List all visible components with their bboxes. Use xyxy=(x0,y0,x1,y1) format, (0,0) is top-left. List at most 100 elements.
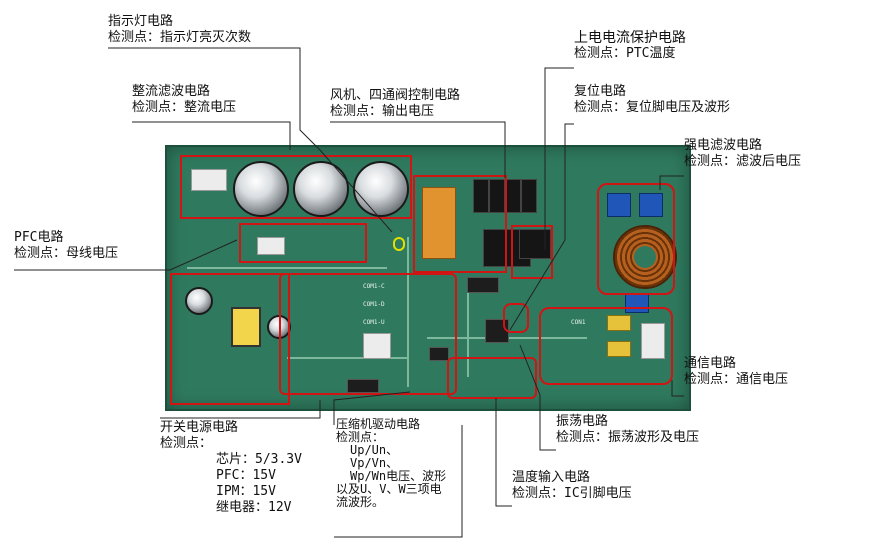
label-title: 风机、四通阀控制电路 xyxy=(330,88,461,103)
y-capacitor xyxy=(607,341,631,357)
label-title: PFC电路 xyxy=(14,230,64,245)
leader-line xyxy=(108,47,393,233)
label-line: 继电器：12V xyxy=(216,500,292,515)
label-detail: 检测点：复位脚电压及波形 xyxy=(574,100,731,115)
leader-line xyxy=(509,123,574,331)
label-oscillator-circuit: 振荡电路 检测点：振荡波形及电压 xyxy=(556,414,699,446)
label-line: Vp/Vn、 xyxy=(350,456,399,470)
label-detail: 检测点：指示灯亮灭次数 xyxy=(108,30,252,45)
zone-rectifier-filter xyxy=(180,155,412,219)
label-title: 通信电路 xyxy=(684,356,737,371)
zone-switch-power xyxy=(170,273,290,405)
label-reset-circuit: 复位电路 检测点：复位脚电压及波形 xyxy=(574,84,730,116)
label-detail: 检测点： xyxy=(160,436,213,451)
ic-chip xyxy=(347,379,379,393)
leader-line xyxy=(132,121,291,150)
silk-label: CON1 xyxy=(571,319,586,326)
label-detail: 检测点：振荡波形及电压 xyxy=(556,430,700,445)
label-title: 振荡电路 xyxy=(556,414,609,429)
zone-oscillator xyxy=(503,303,529,333)
zone-communication xyxy=(539,307,673,385)
x-capacitor xyxy=(639,193,663,217)
label-switch-power-circuit: 开关电源电路 检测点： 芯片：5/3.3V PFC：15V IPM：15V 继电… xyxy=(160,420,302,516)
pcb-trace xyxy=(467,287,469,377)
label-title: 开关电源电路 xyxy=(160,420,239,435)
zone-pfc xyxy=(239,223,367,263)
label-detail: 检测点：IC引脚电压 xyxy=(512,486,632,501)
zone-temp-input xyxy=(447,357,537,399)
label-title: 整流滤波电路 xyxy=(132,84,211,99)
label-rectifier-circuit: 整流滤波电路 检测点：整流电压 xyxy=(132,84,236,116)
label-strong-filter-circuit: 强电滤波电路 检测点：滤波后电压 xyxy=(684,138,801,170)
driver-chip xyxy=(467,277,499,293)
label-communication-circuit: 通信电路 检测点：通信电压 xyxy=(684,356,788,388)
ic-chip xyxy=(429,347,449,361)
switch-transformer xyxy=(231,307,261,347)
label-title: 上电电流保护电路 xyxy=(574,30,686,46)
label-detail: 检测点： xyxy=(336,430,385,444)
filter-coil xyxy=(613,225,677,289)
pcb-trace xyxy=(187,267,387,269)
x-capacitor xyxy=(607,193,631,217)
label-detail: 检测点：PTC温度 xyxy=(574,46,676,61)
pcb-board: COM1-C COM1-D COM1-U CON1 xyxy=(165,145,691,411)
connector-block xyxy=(363,333,391,359)
electrolytic-capacitor xyxy=(233,161,289,217)
label-title: 复位电路 xyxy=(574,84,627,99)
label-line: IPM：15V xyxy=(216,484,276,499)
leader-line xyxy=(544,67,574,250)
label-line: Up/Un、 xyxy=(350,443,399,457)
label-line: 以及U、V、W三项电 xyxy=(336,482,442,496)
leader-line xyxy=(14,239,238,271)
label-pfc-circuit: PFC电路 检测点：母线电压 xyxy=(14,230,118,262)
terminal-block xyxy=(641,323,665,359)
leader-line xyxy=(495,398,512,507)
main-relay xyxy=(422,187,456,259)
label-line: 流波形。 xyxy=(336,495,385,509)
relay xyxy=(521,179,537,213)
zone-indicator-led xyxy=(393,237,405,251)
ptc-relay xyxy=(519,229,551,259)
leader-line xyxy=(334,425,463,538)
label-detail: 检测点：整流电压 xyxy=(132,100,237,115)
label-detail: 检测点：输出电压 xyxy=(330,104,435,119)
zone-compressor-drive xyxy=(279,273,457,395)
rectifier-bridge xyxy=(191,169,227,191)
leader-line xyxy=(659,175,684,190)
label-indicator-circuit: 指示灯电路 检测点：指示灯亮灭次数 xyxy=(108,14,251,46)
resistor-block xyxy=(257,237,285,255)
zone-fan-valve xyxy=(413,175,507,273)
leader-line xyxy=(330,121,506,178)
pcb-trace xyxy=(287,357,407,359)
silk-label: COM1-U xyxy=(363,319,385,326)
y-capacitor xyxy=(607,315,631,331)
silk-label: COM1-C xyxy=(363,283,385,290)
electrolytic-capacitor xyxy=(353,161,409,217)
label-compressor-drive-circuit: 压缩机驱动电路 检测点： Up/Un、 Vp/Vn、 Wp/Wn电压、波形 以及… xyxy=(336,418,446,509)
relay xyxy=(473,179,489,213)
relay xyxy=(489,179,505,213)
label-fan-valve-circuit: 风机、四通阀控制电路 检测点：输出电压 xyxy=(330,88,460,120)
leader-line xyxy=(333,391,411,425)
zone-strong-filter xyxy=(597,183,675,295)
silk-label: COM1-D xyxy=(363,301,385,308)
label-detail: 检测点：母线电压 xyxy=(14,246,119,261)
zone-ptc xyxy=(511,225,553,279)
label-title: 强电滤波电路 xyxy=(684,138,763,153)
label-title: 温度输入电路 xyxy=(512,470,591,485)
small-capacitor xyxy=(185,287,213,315)
label-power-on-protect-circuit: 上电电流保护电路 检测点：PTC温度 xyxy=(574,30,686,62)
label-title: 压缩机驱动电路 xyxy=(336,417,421,431)
label-title: 指示灯电路 xyxy=(108,14,174,29)
leader-line xyxy=(160,400,321,419)
label-line: 芯片：5/3.3V xyxy=(216,452,302,467)
label-detail: 检测点：通信电压 xyxy=(684,372,789,387)
leader-line xyxy=(519,344,556,451)
label-line: Wp/Wn电压、波形 xyxy=(350,469,447,483)
label-detail: 检测点：滤波后电压 xyxy=(684,154,802,169)
pcb-trace xyxy=(407,237,409,387)
electrolytic-capacitor xyxy=(293,161,349,217)
label-line: PFC：15V xyxy=(216,468,276,483)
leader-line xyxy=(671,380,684,397)
